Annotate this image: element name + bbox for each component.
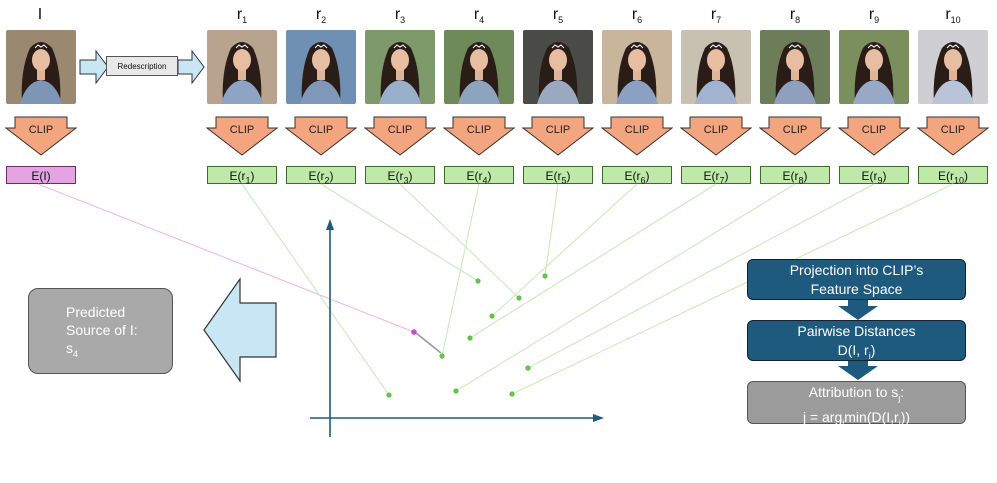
embedding-box-2: E(r2) <box>286 166 356 185</box>
reference-label-5: r5 <box>552 6 564 26</box>
reference-image-2 <box>286 30 356 104</box>
attribution-step-box: Attribution to sj: j = argjmin(D(I,rj)) <box>747 381 966 428</box>
clip-arrow-2: CLIP <box>285 116 357 156</box>
clip-label: CLIP <box>940 124 966 136</box>
redescription-arrow <box>79 49 205 85</box>
reference-point-1 <box>386 392 392 398</box>
clip-arrow-10: CLIP <box>917 116 989 156</box>
reference-point-5 <box>542 273 548 279</box>
clip-label: CLIP <box>229 124 255 136</box>
clip-arrow-4: CLIP <box>443 116 515 156</box>
reference-point-3 <box>516 295 522 301</box>
reference-image-8 <box>760 30 830 104</box>
reference-point-7 <box>467 335 473 341</box>
clip-arrow-8: CLIP <box>759 116 831 156</box>
clip-label: CLIP <box>782 124 808 136</box>
query-point <box>411 329 417 335</box>
connector-3 <box>399 183 520 299</box>
reference-label-8: r8 <box>789 6 801 26</box>
query-embedding-box: E(I) <box>6 166 76 184</box>
embedding-box-7: E(r7) <box>681 166 751 185</box>
reference-image-9 <box>839 30 909 104</box>
clip-arrow-3: CLIP <box>364 116 436 156</box>
connector-4 <box>441 183 480 357</box>
clip-arrow-9: CLIP <box>838 116 910 156</box>
connector-1 <box>241 183 390 396</box>
reference-label-10: r10 <box>945 6 961 26</box>
embedding-box-10: E(r10) <box>918 166 988 185</box>
reference-label-3: r3 <box>394 6 406 26</box>
reference-point-2 <box>475 278 481 284</box>
clip-label: CLIP <box>861 124 887 136</box>
connector-5 <box>544 183 559 277</box>
embedding-box-8: E(r8) <box>760 166 830 185</box>
predicted-line2: Source of I: <box>66 322 138 338</box>
x-axis-arrowhead <box>593 414 604 422</box>
reference-point-10 <box>509 391 515 397</box>
predicted-line3: s4 <box>66 340 79 359</box>
projection-step-box: Projection into CLIP’s Feature Space <box>747 259 966 300</box>
query-clip-arrow: CLIP <box>5 116 77 156</box>
embedding-box-3: E(r3) <box>365 166 435 185</box>
embedding-box-6: E(r6) <box>602 166 672 185</box>
reference-label-6: r6 <box>631 6 643 26</box>
reference-point-4 <box>439 353 445 359</box>
embedding-connectors <box>37 183 954 396</box>
clip-arrow-5: CLIP <box>522 116 594 156</box>
connector-9 <box>527 183 875 369</box>
clip-label: CLIP <box>545 124 571 136</box>
connector-2 <box>320 183 479 282</box>
clip-label: CLIP <box>387 124 413 136</box>
reference-image-10 <box>918 30 988 104</box>
embedding-box-5: E(r5) <box>523 166 593 185</box>
clip-label: CLIP <box>703 124 729 136</box>
reference-label-9: r9 <box>868 6 880 26</box>
connector-7 <box>469 183 717 339</box>
clip-label: CLIP <box>28 124 54 136</box>
reference-point-6 <box>489 313 495 319</box>
reference-image-4 <box>444 30 514 104</box>
clip-label: CLIP <box>308 124 334 136</box>
reference-label-2: r2 <box>315 6 327 26</box>
embedding-box-4: E(r4) <box>444 166 514 185</box>
embedding-box-9: E(r9) <box>839 166 909 185</box>
predicted-source-box: Predicted Source of I: s4 <box>28 288 173 374</box>
prediction-arrow <box>203 277 277 383</box>
pipeline-arrows <box>838 298 878 380</box>
reference-label-4: r4 <box>473 6 485 26</box>
clip-label: CLIP <box>466 124 492 136</box>
reference-point-8 <box>453 388 459 394</box>
embedding-box-1: E(r1) <box>207 166 277 185</box>
connector-6 <box>491 183 638 317</box>
query-image-label: I <box>37 6 43 23</box>
reference-label-7: r7 <box>710 6 722 26</box>
pairwise-distance-step-box: Pairwise Distances D(I, ri) <box>747 320 966 361</box>
predicted-line1: Predicted <box>66 304 126 320</box>
embedding-points <box>386 273 548 398</box>
reference-image-7 <box>681 30 751 104</box>
query-image <box>6 30 76 104</box>
clip-label: CLIP <box>624 124 650 136</box>
connector-10 <box>511 183 954 395</box>
clip-arrow-1: CLIP <box>206 116 278 156</box>
reference-point-9 <box>525 365 531 371</box>
reference-image-5 <box>523 30 593 104</box>
reference-image-3 <box>365 30 435 104</box>
clip-arrow-7: CLIP <box>680 116 752 156</box>
redescription-box: Redescription <box>106 56 178 76</box>
clip-arrow-6: CLIP <box>601 116 673 156</box>
reference-label-1: r1 <box>236 6 248 26</box>
reference-image-6 <box>602 30 672 104</box>
connector-8 <box>455 183 796 392</box>
nearest-distance-line <box>415 332 442 354</box>
y-axis-arrowhead <box>326 219 334 230</box>
query-connector <box>37 183 415 333</box>
reference-image-1 <box>207 30 277 104</box>
